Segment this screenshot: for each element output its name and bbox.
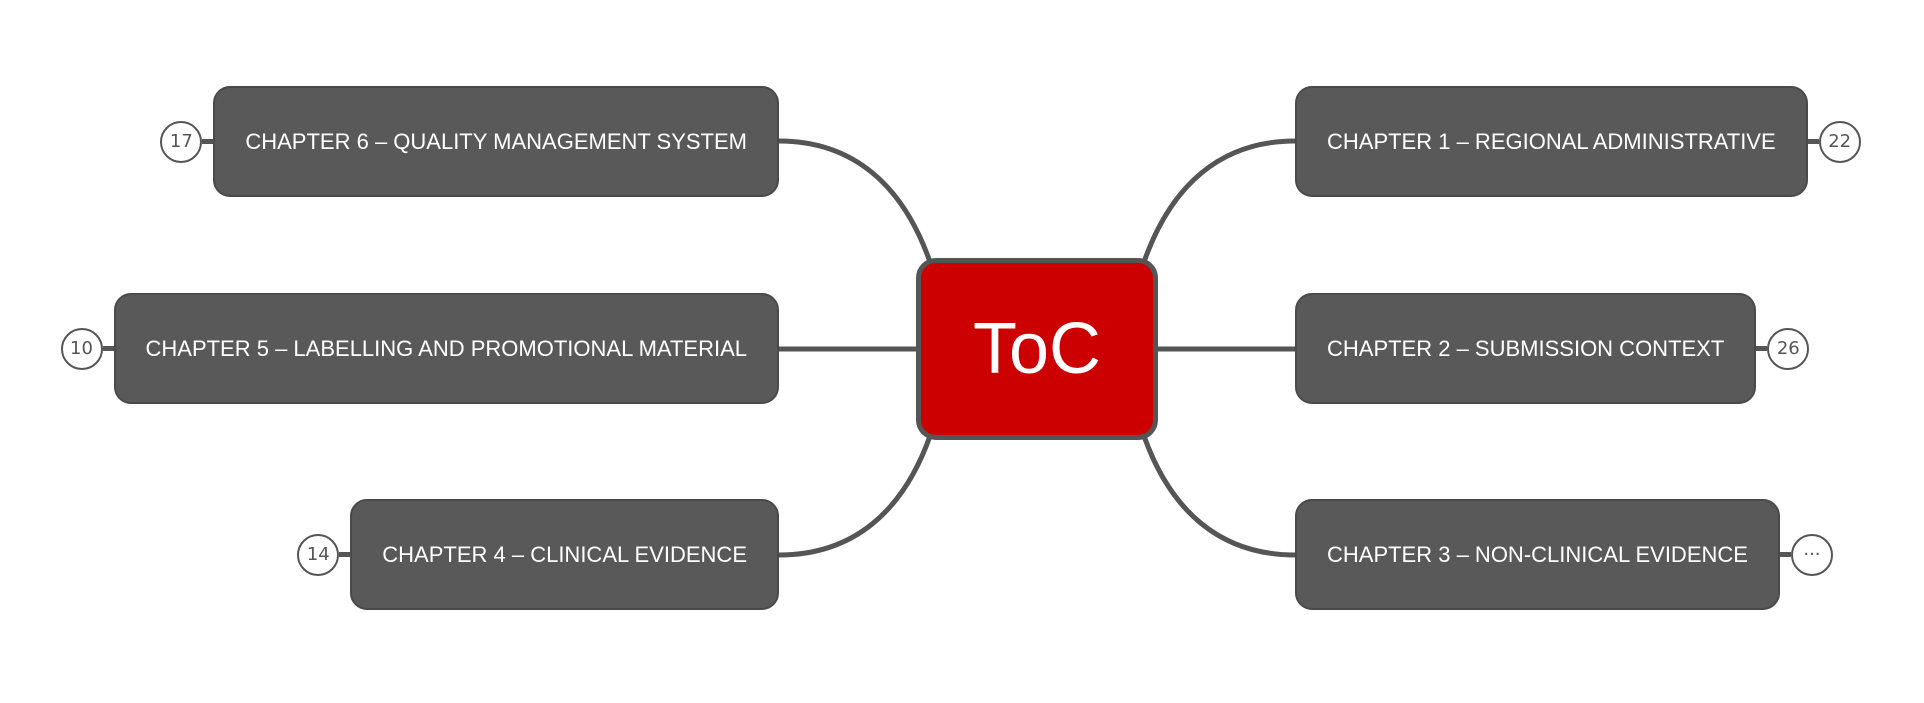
node-label: CHAPTER 6 – QUALITY MANAGEMENT SYSTEM — [245, 128, 747, 154]
collapse-badge-chapter-6[interactable]: 17 — [160, 120, 203, 163]
root-label: ToC — [972, 309, 1102, 389]
row-chapter-5: 10 CHAPTER 5 – LABELLING AND PROMOTIONAL… — [60, 293, 779, 404]
row-chapter-1: CHAPTER 1 – REGIONAL ADMINISTRATIVE 22 — [1295, 86, 1861, 197]
node-label: CHAPTER 3 – NON-CLINICAL EVIDENCE — [1327, 541, 1748, 567]
node-chapter-3[interactable]: CHAPTER 3 – NON-CLINICAL EVIDENCE — [1295, 499, 1780, 610]
root-node-toc[interactable]: ToC — [916, 258, 1158, 440]
node-label: CHAPTER 5 – LABELLING AND PROMOTIONAL MA… — [145, 335, 748, 361]
edge-chapter-4 — [778, 435, 933, 558]
node-label: CHAPTER 4 – CLINICAL EVIDENCE — [382, 541, 747, 567]
badge-stub — [1756, 346, 1768, 351]
node-chapter-2[interactable]: CHAPTER 2 – SUBMISSION CONTEXT — [1295, 293, 1757, 404]
node-chapter-4[interactable]: CHAPTER 4 – CLINICAL EVIDENCE — [350, 499, 779, 610]
collapse-badge-chapter-4[interactable]: 14 — [297, 533, 340, 576]
badge-stub — [1807, 139, 1819, 144]
edge-chapter-6 — [778, 138, 933, 263]
node-chapter-6[interactable]: CHAPTER 6 – QUALITY MANAGEMENT SYSTEM — [213, 86, 779, 197]
node-chapter-5[interactable]: CHAPTER 5 – LABELLING AND PROMOTIONAL MA… — [113, 293, 779, 404]
edge-chapter-1 — [1141, 138, 1296, 263]
row-chapter-2: CHAPTER 2 – SUBMISSION CONTEXT 26 — [1295, 293, 1810, 404]
badge-count: 26 — [1776, 337, 1800, 359]
collapse-badge-chapter-5[interactable]: 10 — [60, 327, 103, 370]
edge-chapter-3 — [1141, 435, 1296, 558]
badge-stub — [1779, 552, 1791, 557]
row-chapter-4: 14 CHAPTER 4 – CLINICAL EVIDENCE — [297, 499, 779, 610]
collapse-badge-chapter-2[interactable]: 26 — [1767, 327, 1810, 370]
badge-count: 17 — [169, 130, 193, 152]
collapse-badge-chapter-3[interactable]: ··· — [1790, 533, 1833, 576]
badge-count: 22 — [1828, 130, 1852, 152]
node-label: CHAPTER 2 – SUBMISSION CONTEXT — [1327, 335, 1725, 361]
badge-count: 10 — [70, 337, 93, 359]
node-label: CHAPTER 1 – REGIONAL ADMINISTRATIVE — [1327, 128, 1776, 154]
badge-stub — [339, 552, 351, 557]
node-chapter-1[interactable]: CHAPTER 1 – REGIONAL ADMINISTRATIVE — [1295, 86, 1808, 197]
row-chapter-6: 17 CHAPTER 6 – QUALITY MANAGEMENT SYSTEM — [160, 86, 779, 197]
badge-stub — [102, 346, 114, 351]
more-icon: ··· — [1803, 543, 1821, 565]
row-chapter-3: CHAPTER 3 – NON-CLINICAL EVIDENCE ··· — [1295, 499, 1833, 610]
collapse-badge-chapter-1[interactable]: 22 — [1818, 120, 1861, 163]
badge-count: 14 — [306, 543, 330, 565]
badge-stub — [202, 139, 214, 144]
